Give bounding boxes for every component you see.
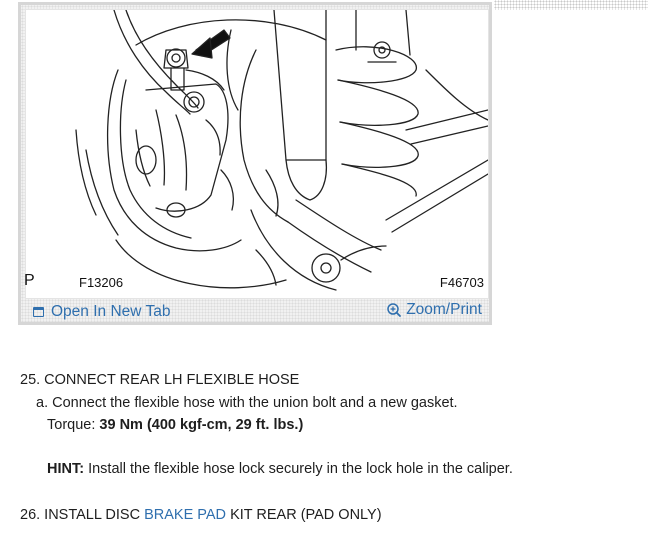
window-icon [33,307,44,317]
hint-text: Install the flexible hose lock securely … [88,461,513,477]
figure-code-right: F46703 [439,275,484,290]
hint-line: HINT: Install the flexible hose lock sec… [47,461,513,477]
step-25-title: 25. CONNECT REAR LH FLEXIBLE HOSE [20,372,300,388]
hint-label: HINT: [47,461,85,477]
open-in-new-tab-label: Open In New Tab [51,303,171,320]
open-in-new-tab-link[interactable]: Open In New Tab [33,303,170,321]
step-26-title: 26. INSTALL DISC BRAKE PAD KIT REAR (PAD… [20,507,382,523]
torque-label: Torque: [47,417,96,433]
zoom-print-link[interactable]: Zoom/Print [386,301,482,319]
dotted-divider [494,0,648,10]
zoom-plus-icon [387,303,402,317]
figure-container: P F13206 F46703 Open In New Tab Zoom/Pri… [18,2,492,325]
figure-code-left: F13206 [79,275,124,290]
step-25-substep-a: a. Connect the flexible hose with the un… [36,395,458,411]
brake-line-drawing [75,10,488,291]
brake-illustration [25,9,489,299]
brake-pad-link[interactable]: BRAKE PAD [144,507,227,523]
torque-line: Torque: 39 Nm (400 kgf-cm, 29 ft. lbs.) [47,417,303,433]
torque-value: 39 Nm (400 kgf-cm, 29 ft. lbs.) [99,417,304,433]
step-26-prefix: 26. INSTALL DISC [20,507,141,523]
figure-prefix: P [24,272,35,289]
zoom-print-label: Zoom/Print [406,301,482,318]
step-26-suffix: KIT REAR (PAD ONLY) [230,507,382,523]
